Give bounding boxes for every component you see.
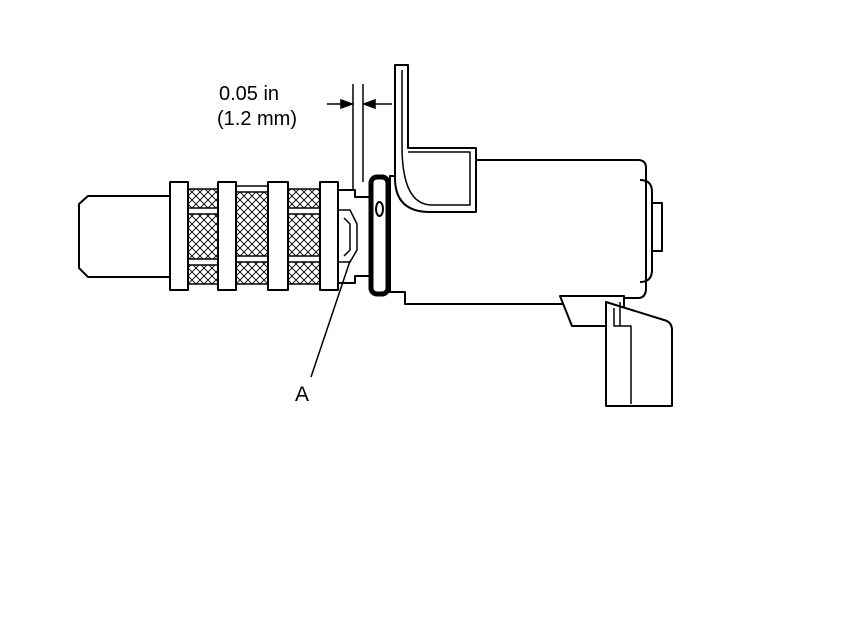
filter-screen-3 <box>287 188 321 285</box>
dimension-markers <box>327 84 392 190</box>
electrical-connector <box>605 301 673 407</box>
spool-land-2 <box>217 181 237 291</box>
mounting-bracket <box>394 64 477 213</box>
dimension-arrow-left <box>340 98 355 110</box>
dimension-label-in: 0.05 in <box>219 83 279 105</box>
o-ring <box>368 174 391 297</box>
filter-screen-1 <box>187 188 219 285</box>
spool-land-4 <box>319 181 339 291</box>
callout-leader-line <box>310 260 351 378</box>
callout-label-a: A <box>295 383 309 406</box>
screen-collar <box>337 189 371 284</box>
spool-land-3 <box>267 181 289 291</box>
spool-tip <box>78 195 171 278</box>
filter-edge <box>338 209 358 263</box>
spool-land-1 <box>169 181 189 291</box>
dimension-label-mm: (1.2 mm) <box>217 108 297 130</box>
dimension-arrow-right <box>361 98 376 110</box>
filter-screen-2 <box>235 188 269 285</box>
end-cap-nub <box>651 202 663 252</box>
o-ring-hole <box>375 201 384 217</box>
